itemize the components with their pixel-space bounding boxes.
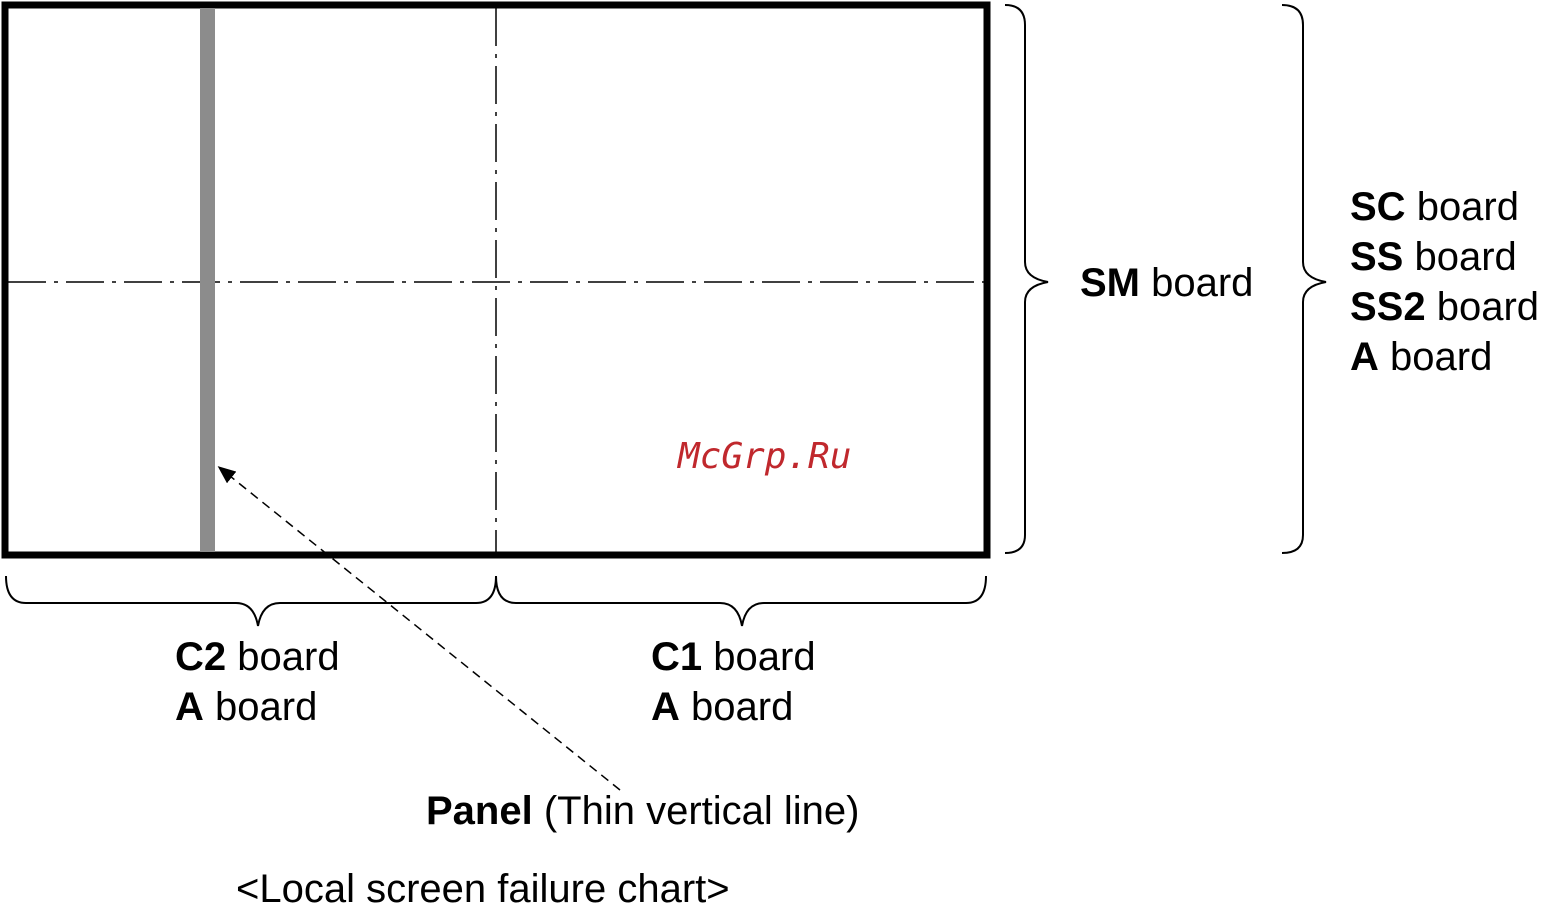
outer-boards-label: SC board SS board SS2 board A board — [1350, 182, 1539, 382]
a-board-line: A board — [1350, 332, 1539, 382]
fault-vertical-line — [200, 8, 215, 552]
c2-board-line: C2 board — [175, 632, 340, 682]
a-board-left-line: A board — [175, 682, 340, 732]
pointer-arrow — [220, 468, 620, 790]
bottom-right-label: C1 board A board — [651, 632, 816, 732]
brace-bottom-right — [496, 576, 986, 626]
panel-label: Panel (Thin vertical line) — [426, 786, 859, 836]
sm-board-label: SM board — [1080, 258, 1253, 308]
c1-board-line: C1 board — [651, 632, 816, 682]
bottom-left-label: C2 board A board — [175, 632, 340, 732]
ss-board-line: SS board — [1350, 232, 1539, 282]
ss2-board-line: SS2 board — [1350, 282, 1539, 332]
chart-caption: <Local screen failure chart> — [236, 864, 730, 913]
a-board-right-line: A board — [651, 682, 816, 732]
sc-board-line: SC board — [1350, 182, 1539, 232]
brace-sm — [1005, 5, 1048, 553]
brace-outer — [1282, 5, 1326, 553]
watermark: McGrp.Ru — [678, 436, 851, 477]
brace-bottom-left — [6, 576, 496, 626]
